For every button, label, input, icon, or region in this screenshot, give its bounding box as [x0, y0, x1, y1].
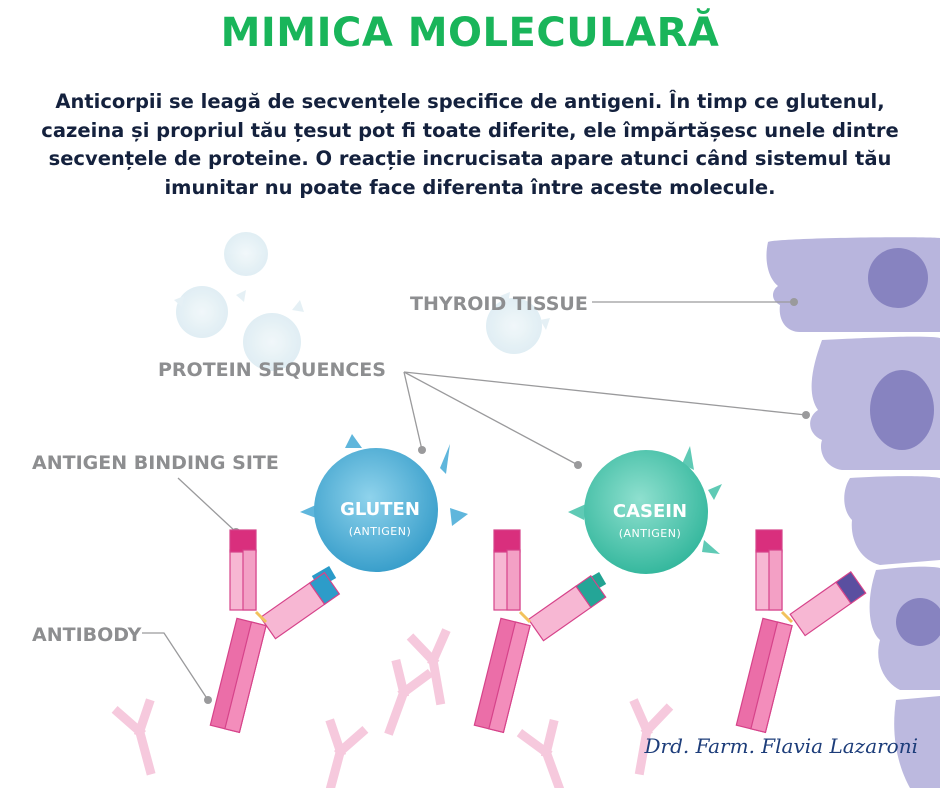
casein-sub: (ANTIGEN): [619, 527, 682, 540]
label-protein-sequences: PROTEIN SEQUENCES: [158, 359, 386, 381]
background-antibodies: [118, 634, 667, 788]
label-antigen-binding-site: ANTIGEN BINDING SITE: [32, 452, 279, 474]
casein-name: CASEIN: [613, 501, 687, 522]
page-title: MIMICA MOLECULARĂ: [220, 10, 720, 56]
gluten-antigen: GLUTEN (ANTIGEN): [300, 434, 468, 589]
gluten-sub: (ANTIGEN): [349, 525, 412, 538]
label-thyroid-tissue: THYROID TISSUE: [410, 293, 588, 315]
author-signature: Drd. Farm. Flavia Lazaroni: [644, 734, 918, 758]
antibody-2: [473, 529, 607, 734]
thyroid-tissue: [766, 237, 940, 788]
gluten-name: GLUTEN: [340, 499, 420, 520]
pointer-lines: [142, 301, 807, 701]
antibody-3: [735, 529, 867, 734]
casein-antigen: CASEIN (ANTIGEN): [568, 446, 722, 595]
antibody-1: [209, 529, 341, 734]
description-text: Anticorpii se leagă de secvențele specif…: [41, 90, 899, 199]
background-antigens: [174, 232, 550, 371]
label-antibody: ANTIBODY: [32, 624, 142, 646]
